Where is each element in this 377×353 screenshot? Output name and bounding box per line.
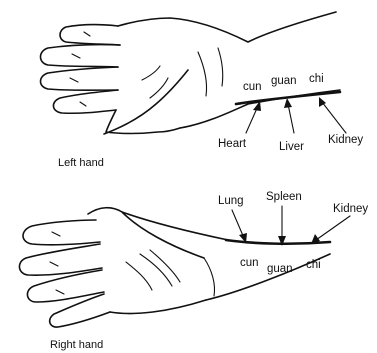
left-hand-caption: Left hand (58, 157, 104, 169)
left-kidney-arrow (319, 97, 346, 133)
left-heart-arrow (246, 101, 261, 133)
right-guan-label: guan (267, 263, 293, 275)
right-lung-arrow (232, 210, 247, 243)
left-liver-arrow (284, 98, 294, 133)
right-chi-label: chi (306, 259, 321, 271)
left-cun-label: cun (243, 81, 262, 93)
right-lung-label: Lung (218, 195, 244, 207)
left-kidney-label: Kidney (328, 134, 363, 146)
left-hand-drawing (41, 12, 341, 134)
right-hand-caption: Right hand (50, 339, 103, 351)
left-heart-label: Heart (218, 138, 247, 150)
right-kidney-label: Kidney (333, 203, 368, 215)
left-liver-label: Liver (279, 141, 304, 153)
left-chi-label: chi (309, 73, 324, 85)
right-cun-label: cun (240, 257, 259, 269)
left-guan-label: guan (271, 75, 297, 87)
right-spleen-arrow (278, 206, 286, 246)
right-spleen-label: Spleen (266, 191, 302, 203)
right-kidney-arrow (311, 216, 350, 244)
